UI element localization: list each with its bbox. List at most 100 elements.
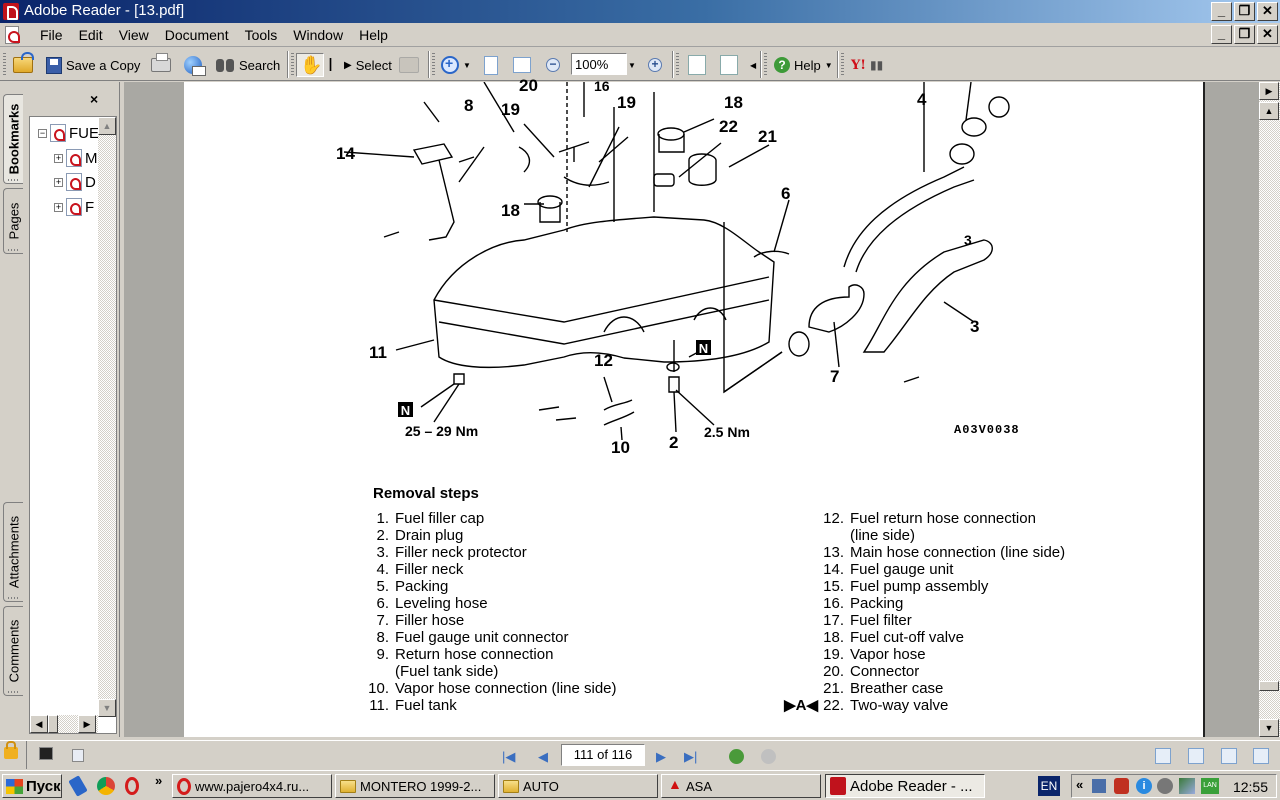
bookmarks-horizontal-scrollbar[interactable]: ◀ ▶ xyxy=(30,715,98,733)
toolbar-grip[interactable] xyxy=(841,53,844,77)
fit-width-button[interactable] xyxy=(513,53,531,77)
next-page-button[interactable]: ▶ xyxy=(656,749,666,764)
scroll-down-button[interactable]: ▼ xyxy=(1259,719,1279,737)
menu-document[interactable]: Document xyxy=(164,27,229,43)
continuous-layout-icon[interactable] xyxy=(1188,748,1204,764)
first-page-button[interactable]: |◀ xyxy=(502,749,516,764)
step-number: 12. xyxy=(823,510,844,527)
tray-expand-button[interactable]: « xyxy=(1076,777,1084,792)
previous-page-button[interactable]: ◀ xyxy=(538,749,548,764)
antivirus-icon[interactable] xyxy=(1114,778,1129,794)
start-button[interactable]: Пуск xyxy=(2,774,62,798)
email-button[interactable] xyxy=(184,53,206,77)
zoom-in-tool-button[interactable]: ▼ xyxy=(441,53,471,77)
bookmark-item[interactable]: + F xyxy=(54,197,94,217)
menu-view[interactable]: View xyxy=(118,27,149,43)
bookmark-item[interactable]: + D xyxy=(54,172,96,192)
rotate-clockwise-button[interactable] xyxy=(688,53,706,77)
next-view-button[interactable] xyxy=(761,749,776,764)
next-page-arrow-button[interactable]: ▶ xyxy=(1259,82,1279,100)
toolbar-grip[interactable] xyxy=(432,53,435,77)
menu-window[interactable]: Window xyxy=(293,27,344,43)
yahoo-search-button[interactable]: Y! ▮▮ xyxy=(851,53,883,77)
zoom-dropdown-button[interactable]: ▼ xyxy=(628,53,636,77)
scroll-left-button[interactable]: ◀ xyxy=(30,715,48,733)
save-copy-button[interactable]: Save a Copy xyxy=(46,53,140,77)
print-button[interactable] xyxy=(151,53,171,77)
minimize-button[interactable]: _ xyxy=(1211,2,1232,21)
taskbar-button-adobe-reader[interactable]: Adobe Reader - ... xyxy=(825,774,985,798)
security-lock-icon[interactable] xyxy=(4,741,18,759)
chevron-down-icon[interactable]: ▼ xyxy=(463,60,471,70)
single-page-layout-icon[interactable] xyxy=(1155,748,1171,764)
continuous-facing-layout-icon[interactable] xyxy=(1221,748,1237,764)
volume-icon[interactable] xyxy=(1157,778,1173,794)
scroll-down-button[interactable]: ▼ xyxy=(98,699,116,717)
previous-view-button[interactable] xyxy=(729,749,744,764)
snapshot-button[interactable] xyxy=(399,53,419,77)
language-indicator[interactable]: EN xyxy=(1038,776,1060,796)
toolbar-grip[interactable] xyxy=(764,53,767,77)
close-panel-icon[interactable]: × xyxy=(90,91,99,107)
usb-safe-remove-icon[interactable] xyxy=(1179,778,1195,794)
fit-page-button[interactable] xyxy=(484,53,498,77)
menu-help[interactable]: Help xyxy=(359,27,388,43)
zoom-out-button[interactable]: − xyxy=(546,53,560,77)
rotate-counterclockwise-button[interactable] xyxy=(720,53,738,77)
scroll-right-button[interactable]: ▶ xyxy=(78,715,96,733)
usb-drive-icon[interactable] xyxy=(68,775,88,797)
network-speaker-icon[interactable] xyxy=(1092,779,1106,793)
restore-button[interactable]: ❐ xyxy=(1234,2,1255,21)
help-button[interactable]: ? Help ▼ xyxy=(774,53,833,77)
tab-bookmarks[interactable]: Bookmarks xyxy=(3,94,23,184)
hand-tool-button[interactable]: ✋ xyxy=(296,53,324,77)
lan-icon[interactable]: LAN xyxy=(1201,778,1219,794)
tab-pages[interactable]: Pages xyxy=(3,188,23,254)
expand-icon[interactable]: + xyxy=(54,176,63,187)
bookmarks-vertical-scrollbar[interactable]: ▲ ▼ xyxy=(98,117,116,717)
display-mode-icon[interactable] xyxy=(39,747,53,760)
select-tool-button[interactable]: I ▶ Select xyxy=(328,53,392,77)
scroll-thumb[interactable] xyxy=(48,715,58,733)
doc-restore-button[interactable]: ❐ xyxy=(1234,25,1255,44)
chrome-icon[interactable] xyxy=(97,777,115,795)
facing-layout-icon[interactable] xyxy=(1253,748,1269,764)
taskbar-button-montero[interactable]: MONTERO 1999-2... xyxy=(335,774,495,798)
taskbar-button-asa[interactable]: ASA xyxy=(661,774,821,798)
last-page-button[interactable]: ▶| xyxy=(684,749,698,764)
bookmark-item[interactable]: − FUEL xyxy=(38,123,107,143)
toolbar-grip[interactable] xyxy=(3,53,6,77)
opera-icon[interactable] xyxy=(125,777,139,795)
toolbar-grip[interactable] xyxy=(291,53,294,77)
taskbar-button-opera[interactable]: www.pajero4x4.ru... xyxy=(172,774,332,798)
scroll-up-button[interactable]: ▲ xyxy=(1259,102,1279,120)
expand-icon[interactable]: + xyxy=(54,152,63,163)
open-button[interactable] xyxy=(13,52,34,77)
collapse-panel-icon[interactable] xyxy=(72,749,84,762)
close-button[interactable]: ✕ xyxy=(1257,2,1278,21)
scroll-up-button[interactable]: ▲ xyxy=(98,117,116,135)
step-number: 18. xyxy=(823,629,844,646)
zoom-in-button[interactable]: + xyxy=(648,53,662,77)
toolbar-overflow-button[interactable]: ◀ xyxy=(750,53,756,77)
document-vertical-scrollbar[interactable]: ▶ ▲ ▼ xyxy=(1259,82,1280,737)
menu-tools[interactable]: Tools xyxy=(244,27,278,43)
search-button[interactable]: Search xyxy=(215,53,280,77)
expand-icon[interactable]: + xyxy=(54,201,63,212)
taskbar-button-auto[interactable]: AUTO xyxy=(498,774,658,798)
zoom-level-input[interactable]: 100% xyxy=(571,53,627,75)
document-icon[interactable] xyxy=(5,26,20,44)
collapse-icon[interactable]: − xyxy=(38,127,47,138)
doc-close-button[interactable]: ✕ xyxy=(1257,25,1278,44)
scroll-thumb[interactable] xyxy=(1259,681,1279,691)
menu-edit[interactable]: Edit xyxy=(78,27,103,43)
doc-minimize-button[interactable]: _ xyxy=(1211,25,1232,44)
menu-file[interactable]: File xyxy=(40,27,63,43)
page-number-input[interactable]: 111 of 116 xyxy=(561,744,645,766)
tab-comments[interactable]: Comments xyxy=(3,606,23,696)
bookmark-item[interactable]: + M xyxy=(54,148,98,168)
tab-attachments[interactable]: Attachments xyxy=(3,502,23,602)
info-icon[interactable]: i xyxy=(1136,778,1152,794)
toolbar-grip[interactable] xyxy=(676,53,679,77)
quicklaunch-overflow-button[interactable]: » xyxy=(155,773,163,788)
